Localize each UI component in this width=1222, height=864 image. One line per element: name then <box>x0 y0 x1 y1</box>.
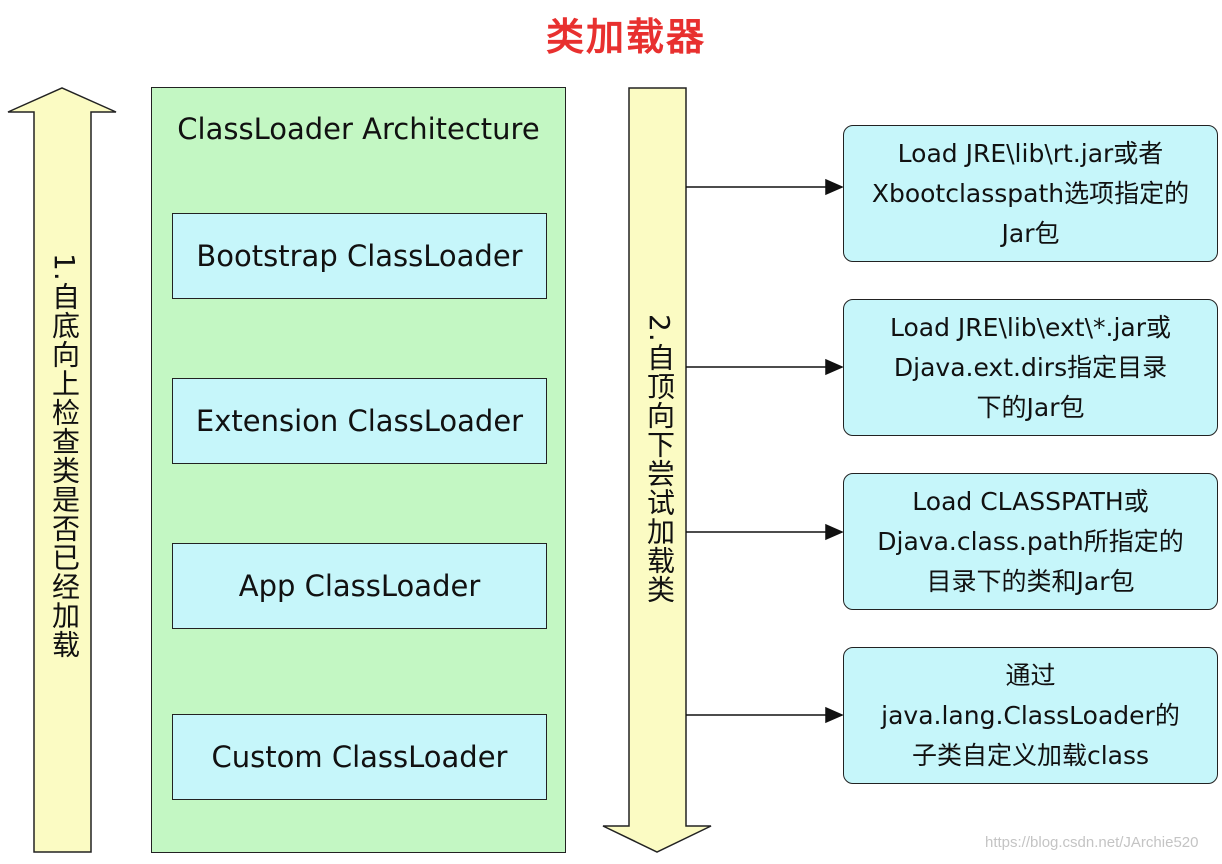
bootstrap-description-line: Jar包 <box>1001 218 1060 248</box>
extension-description-line: Load JRE\lib\ext\*.jar或 <box>889 312 1172 342</box>
app-description-line: Load CLASSPATH或 <box>912 486 1149 516</box>
architecture-label: ClassLoader Architecture <box>177 112 540 146</box>
top-down-label: 2.自顶向下尝试加载类 <box>643 314 676 604</box>
connector-arrowhead-4 <box>825 706 844 724</box>
bottom-up-label: 1.自底向上检查类是否已经加载 <box>48 253 81 659</box>
custom-description-line: java.lang.ClassLoader的 <box>881 700 1180 730</box>
connector-arrowhead-3 <box>825 523 844 541</box>
extension-description-line: Djava.ext.dirs指定目录 <box>893 352 1168 382</box>
bootstrap-classloader-box: Bootstrap ClassLoader <box>172 213 547 299</box>
custom-classloader-box: Custom ClassLoader <box>172 714 547 800</box>
bootstrap-description-line: Xbootclasspath选项指定的 <box>871 178 1190 208</box>
extension-classloader-box: Extension ClassLoader <box>172 378 547 464</box>
app-description-line: Djava.class.path所指定的 <box>877 526 1184 556</box>
extension-description-box: Load JRE\lib\ext\*.jar或 Djava.ext.dirs指定… <box>843 299 1218 436</box>
custom-description-line: 通过 <box>1005 660 1056 690</box>
connector-arrowhead-2 <box>825 358 844 376</box>
extension-description-line: 下的Jar包 <box>976 392 1085 422</box>
app-classloader-box: App ClassLoader <box>172 543 547 629</box>
custom-description-box: 通过 java.lang.ClassLoader的 子类自定义加载class <box>843 647 1218 784</box>
custom-description-line: 子类自定义加载class <box>911 740 1150 770</box>
app-description-box: Load CLASSPATH或 Djava.class.path所指定的 目录下… <box>843 473 1218 610</box>
bottom-up-arrow <box>7 87 117 853</box>
app-description-line: 目录下的类和Jar包 <box>926 566 1135 596</box>
watermark: https://blog.csdn.net/JArchie520 <box>985 834 1199 851</box>
diagram-title: 类加载器 <box>545 15 706 59</box>
connector-arrowhead-1 <box>825 178 844 196</box>
bootstrap-description-line: Load JRE\lib\rt.jar或者 <box>897 138 1164 168</box>
top-down-arrow <box>602 87 712 853</box>
bootstrap-description-box: Load JRE\lib\rt.jar或者 Xbootclasspath选项指定… <box>843 125 1218 262</box>
